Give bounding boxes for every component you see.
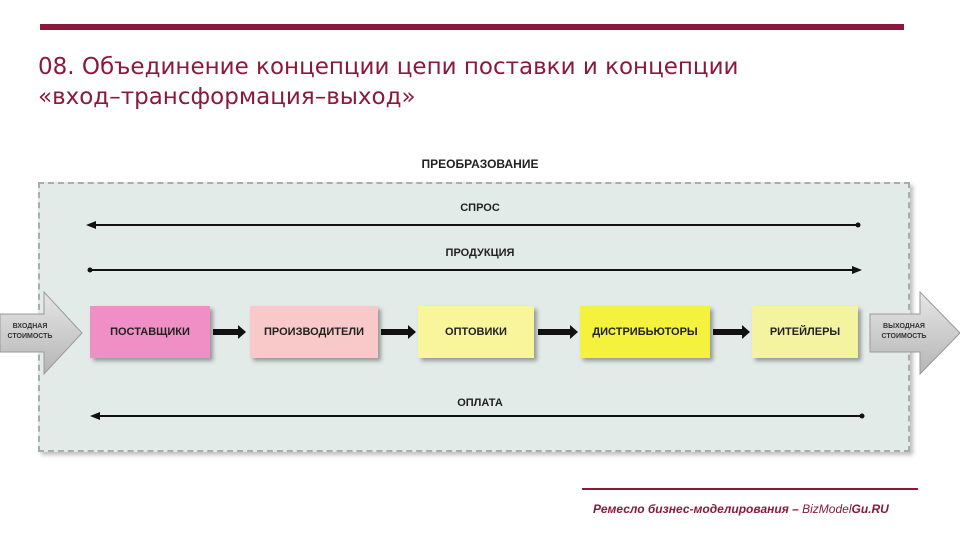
output-value-label: ВЫХОДНАЯ СТОИМОСТЬ bbox=[881, 323, 927, 340]
node-retailers-label: РИТЕЙЛЕРЫ bbox=[769, 326, 841, 338]
payment-arrowhead bbox=[90, 412, 100, 420]
node-manufacturers: ПРОИЗВОДИТЕЛИ bbox=[250, 306, 378, 358]
connector-arrow-3 bbox=[538, 325, 578, 339]
footer-divider bbox=[582, 488, 918, 490]
products-label: ПРОДУКЦИЯ bbox=[445, 247, 515, 259]
products-arrow-tail bbox=[87, 267, 93, 273]
output-chevron-shape bbox=[869, 290, 960, 376]
node-suppliers-label: ПОСТАВЩИКИ bbox=[110, 326, 190, 338]
connector-arrow-4 bbox=[713, 325, 750, 339]
top-accent-bar bbox=[40, 24, 904, 30]
node-retailers: РИТЕЙЛЕРЫ bbox=[752, 306, 858, 358]
demand-arrow-tail bbox=[855, 222, 861, 228]
node-distributors: ДИСТРИБЬЮТОРЫ bbox=[580, 306, 710, 358]
page-title-line2: «вход–трансформация–выход» bbox=[38, 84, 416, 110]
node-distributors-label: ДИСТРИБЬЮТОРЫ bbox=[592, 326, 698, 338]
footer-credit: Ремесло бизнес-моделирования – BizModelG… bbox=[593, 502, 889, 516]
page-title: 08. Объединение концепции цепи поставки … bbox=[38, 52, 918, 112]
connector-arrow-1 bbox=[213, 325, 246, 339]
node-suppliers: ПОСТАВЩИКИ bbox=[90, 306, 210, 358]
input-chevron-shape bbox=[0, 290, 83, 376]
node-manufacturers-label: ПРОИЗВОДИТЕЛИ bbox=[264, 326, 364, 338]
payment-arrow-tail bbox=[859, 413, 865, 419]
transformation-label: ПРЕОБРАЗОВАНИЕ bbox=[421, 157, 539, 171]
connector-arrow-2 bbox=[381, 325, 416, 339]
page-title-line1: 08. Объединение концепции цепи поставки … bbox=[38, 54, 739, 80]
footer-site-prefix: BizModel bbox=[802, 502, 852, 516]
payment-label: ОПЛАТА bbox=[457, 397, 503, 409]
demand-label: СПРОС bbox=[460, 202, 500, 214]
footer-text: Ремесло бизнес-моделирования – bbox=[593, 502, 803, 516]
input-value-label: ВХОДНАЯ СТОИМОСТЬ bbox=[7, 323, 53, 340]
products-arrowhead bbox=[852, 266, 862, 274]
footer-site-bold: Gu.RU bbox=[851, 502, 889, 516]
node-wholesalers: ОПТОВИКИ bbox=[418, 306, 534, 358]
demand-arrowhead bbox=[86, 221, 96, 229]
node-wholesalers-label: ОПТОВИКИ bbox=[445, 326, 507, 338]
